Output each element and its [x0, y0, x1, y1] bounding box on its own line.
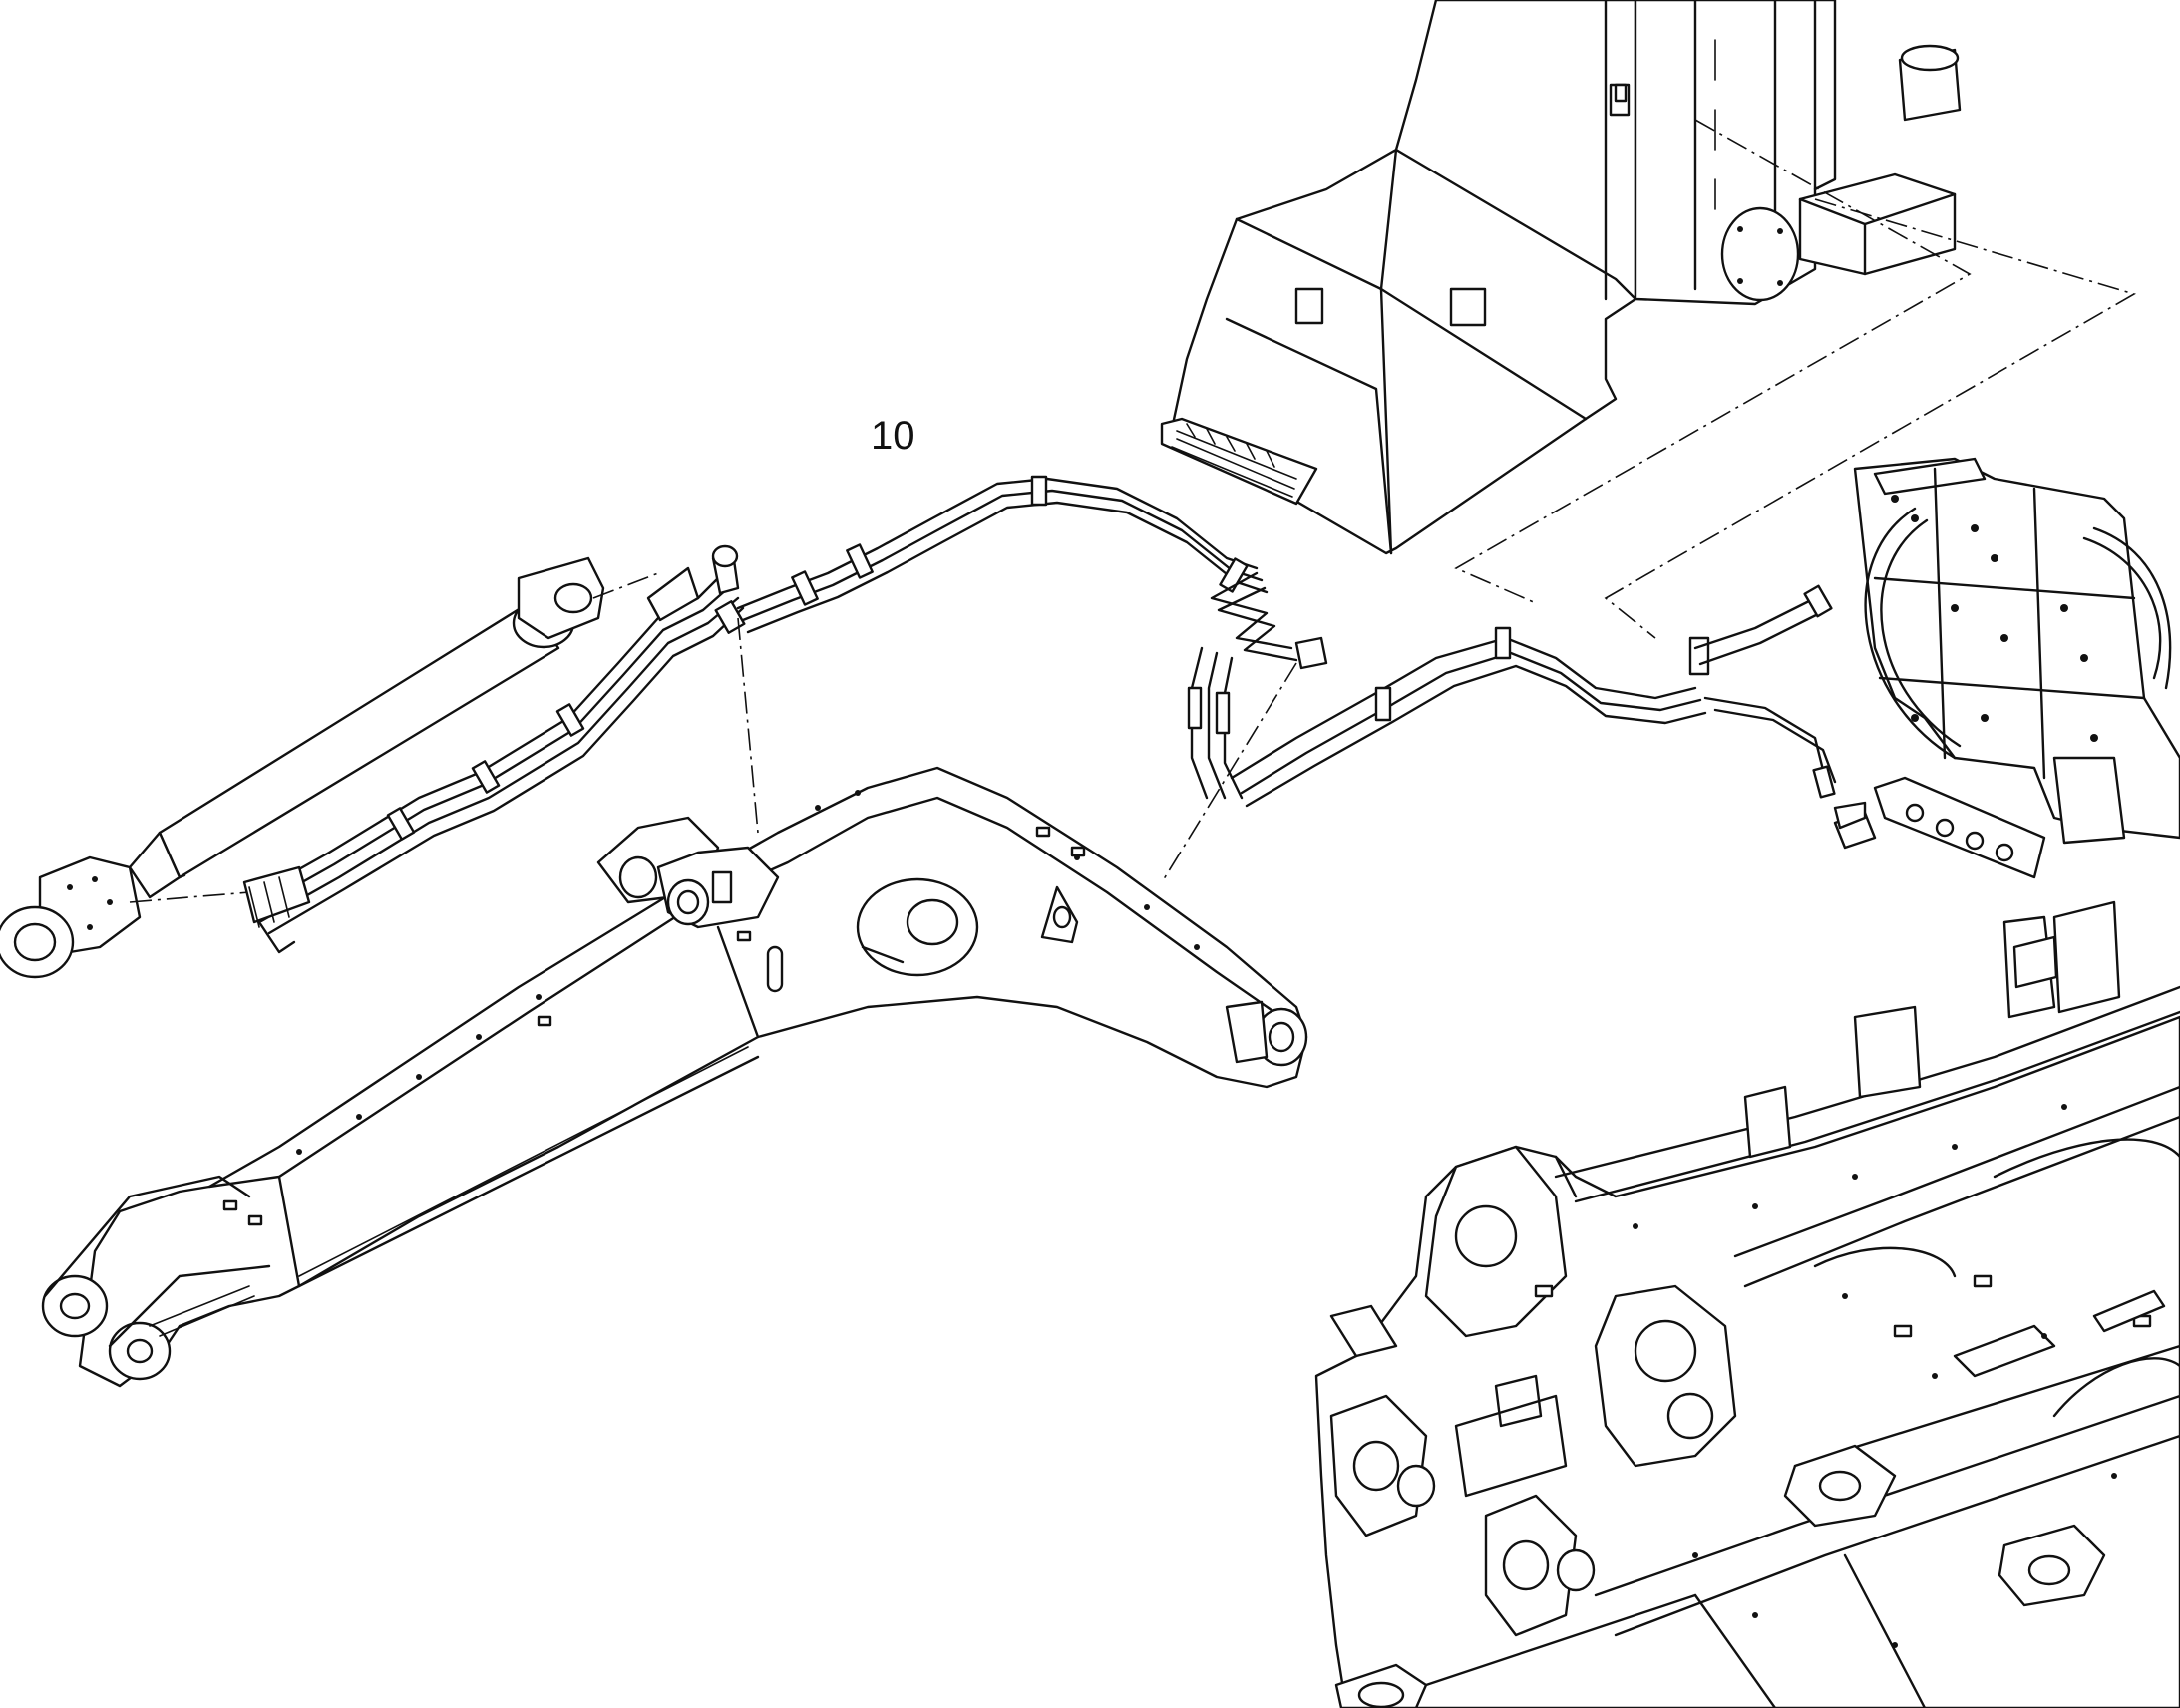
leader-lines-top	[1454, 119, 2137, 639]
hose-assembly-10	[736, 475, 1328, 883]
boom	[41, 766, 1308, 1388]
callout-label-10: 10	[871, 414, 915, 458]
hose-assembly-left	[242, 544, 759, 954]
control-valve	[1833, 457, 2180, 879]
hose-assembly-right	[1230, 584, 1867, 830]
upper-frame	[1314, 900, 2180, 1708]
boom-cylinder	[0, 556, 659, 979]
cab-base-assembly	[1160, 0, 1962, 555]
